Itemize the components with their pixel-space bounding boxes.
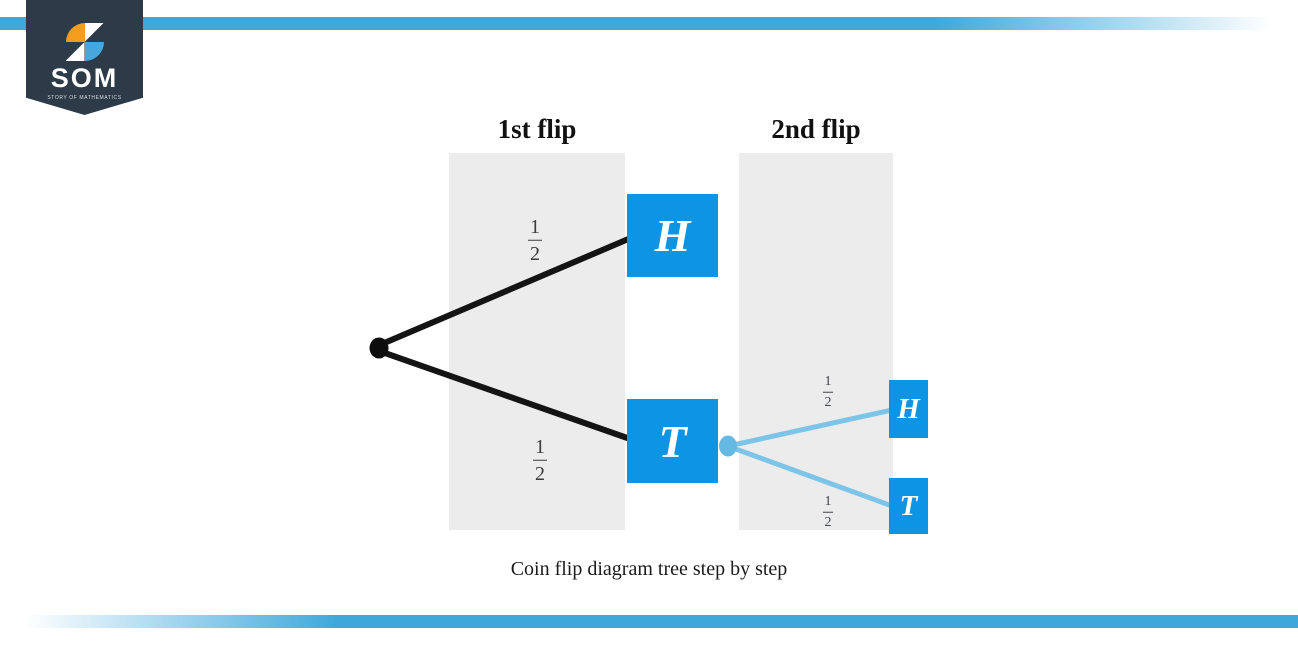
som-logo-badge: SOM STORY OF MATHEMATICS bbox=[26, 0, 143, 115]
panel-second-flip bbox=[739, 153, 893, 530]
branch-line-t-to-h bbox=[732, 407, 893, 448]
pinwheel-blue-quarter bbox=[84, 42, 104, 61]
probability-fraction-level1-tails: 1 2 bbox=[533, 435, 547, 485]
fraction-numerator: 1 bbox=[824, 373, 832, 389]
column-header-first-flip: 1st flip bbox=[497, 114, 577, 144]
outcome-box-heads-level1: H bbox=[627, 194, 718, 277]
bottom-accent-bar bbox=[0, 615, 1298, 628]
top-accent-bar bbox=[0, 17, 1298, 30]
column-header-second-flip: 2nd flip bbox=[771, 114, 861, 144]
branch-line-t-to-t bbox=[732, 445, 893, 509]
panel-first-flip bbox=[449, 153, 625, 530]
outcome-box-tails-level1: T bbox=[627, 399, 718, 483]
fraction-numerator: 1 bbox=[535, 435, 545, 458]
som-pinwheel-icon bbox=[65, 23, 104, 61]
fraction-numerator: 1 bbox=[530, 215, 540, 238]
t-node-dot bbox=[719, 435, 737, 457]
fraction-numerator: 1 bbox=[824, 493, 832, 509]
fraction-denominator: 2 bbox=[824, 394, 832, 410]
fraction-bar bbox=[528, 239, 542, 241]
fraction-denominator: 2 bbox=[824, 514, 832, 530]
probability-fraction-level2-heads: 1 2 bbox=[823, 373, 833, 410]
outcome-box-tails-level2: T bbox=[889, 478, 928, 534]
brand-tagline: STORY OF MATHEMATICS bbox=[47, 95, 122, 101]
pinwheel-white-triangle-top bbox=[84, 23, 104, 42]
probability-fraction-level1-heads: 1 2 bbox=[528, 215, 542, 265]
brand-name: SOM bbox=[50, 63, 119, 93]
figure-caption: Coin flip diagram tree step by step bbox=[510, 558, 788, 580]
fraction-bar bbox=[823, 391, 833, 393]
fraction-denominator: 2 bbox=[530, 242, 540, 265]
fraction-bar bbox=[533, 459, 547, 461]
probability-fraction-level2-tails: 1 2 bbox=[823, 493, 833, 530]
branch-line-root-to-h bbox=[380, 234, 635, 347]
outcome-box-heads-level2: H bbox=[889, 380, 928, 438]
branch-line-root-to-t bbox=[381, 349, 634, 443]
pinwheel-white-triangle-bottom bbox=[65, 42, 85, 61]
pinwheel-orange-quarter bbox=[65, 23, 85, 42]
root-node-dot bbox=[369, 337, 389, 359]
fraction-bar bbox=[823, 511, 833, 513]
fraction-denominator: 2 bbox=[535, 462, 545, 485]
